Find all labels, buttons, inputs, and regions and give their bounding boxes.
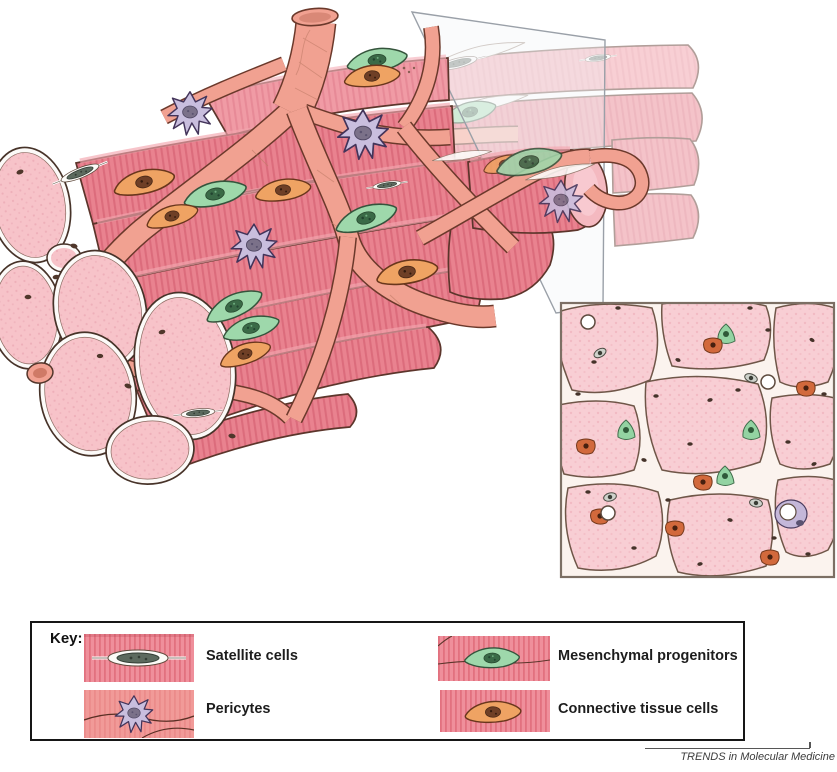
muscle-fiber-cut-face [0,146,72,264]
nuclei-specks [402,66,416,74]
interstitial-cells [49,43,440,421]
journal-name: TRENDS in Molecular Medicine [680,751,835,763]
key-label-satellite-cells: Satellite cells [206,648,298,664]
inset-border [559,301,836,579]
muscle-fiber-cut-faces [0,146,237,485]
muscle-fiber-cut-face [38,331,138,457]
connective-tissue-cell-swatch [440,690,550,732]
muscle-fiber-cut-face [105,415,195,485]
key-label-connective-tissue-cells: Connective tissue cells [558,701,719,717]
cross-section-inset [559,301,836,579]
muscle-anatomy-illustration [0,7,836,579]
pericyte-cell [167,91,213,136]
vessel-trunk [273,19,335,121]
blood-vessel-front-branches [396,25,650,254]
key-label-mesenchymal-progenitors: Mesenchymal progenitors [558,648,738,664]
cut-muscle-fibers [560,302,835,577]
inset-nuclei [575,306,827,566]
myonuclei [16,169,236,439]
vessel-top-opening [291,7,339,27]
key-label-pericytes: Pericytes [206,701,271,717]
footer-rule-tick [809,742,811,748]
cut-blood-vessel [26,362,54,384]
pericyte-swatch [84,690,194,738]
key-title: Key: [50,630,83,647]
key-box: Key: Satellite cells Pericytes Mesenchym… [30,621,745,741]
mesenchymal-progenitor-swatch [438,636,550,681]
satellite-cell-swatch [84,634,194,682]
capillaries [580,314,776,521]
inset-interstitial-cells [575,306,827,566]
pericyte-around-capillary [774,499,808,529]
footer-rule [645,748,810,749]
